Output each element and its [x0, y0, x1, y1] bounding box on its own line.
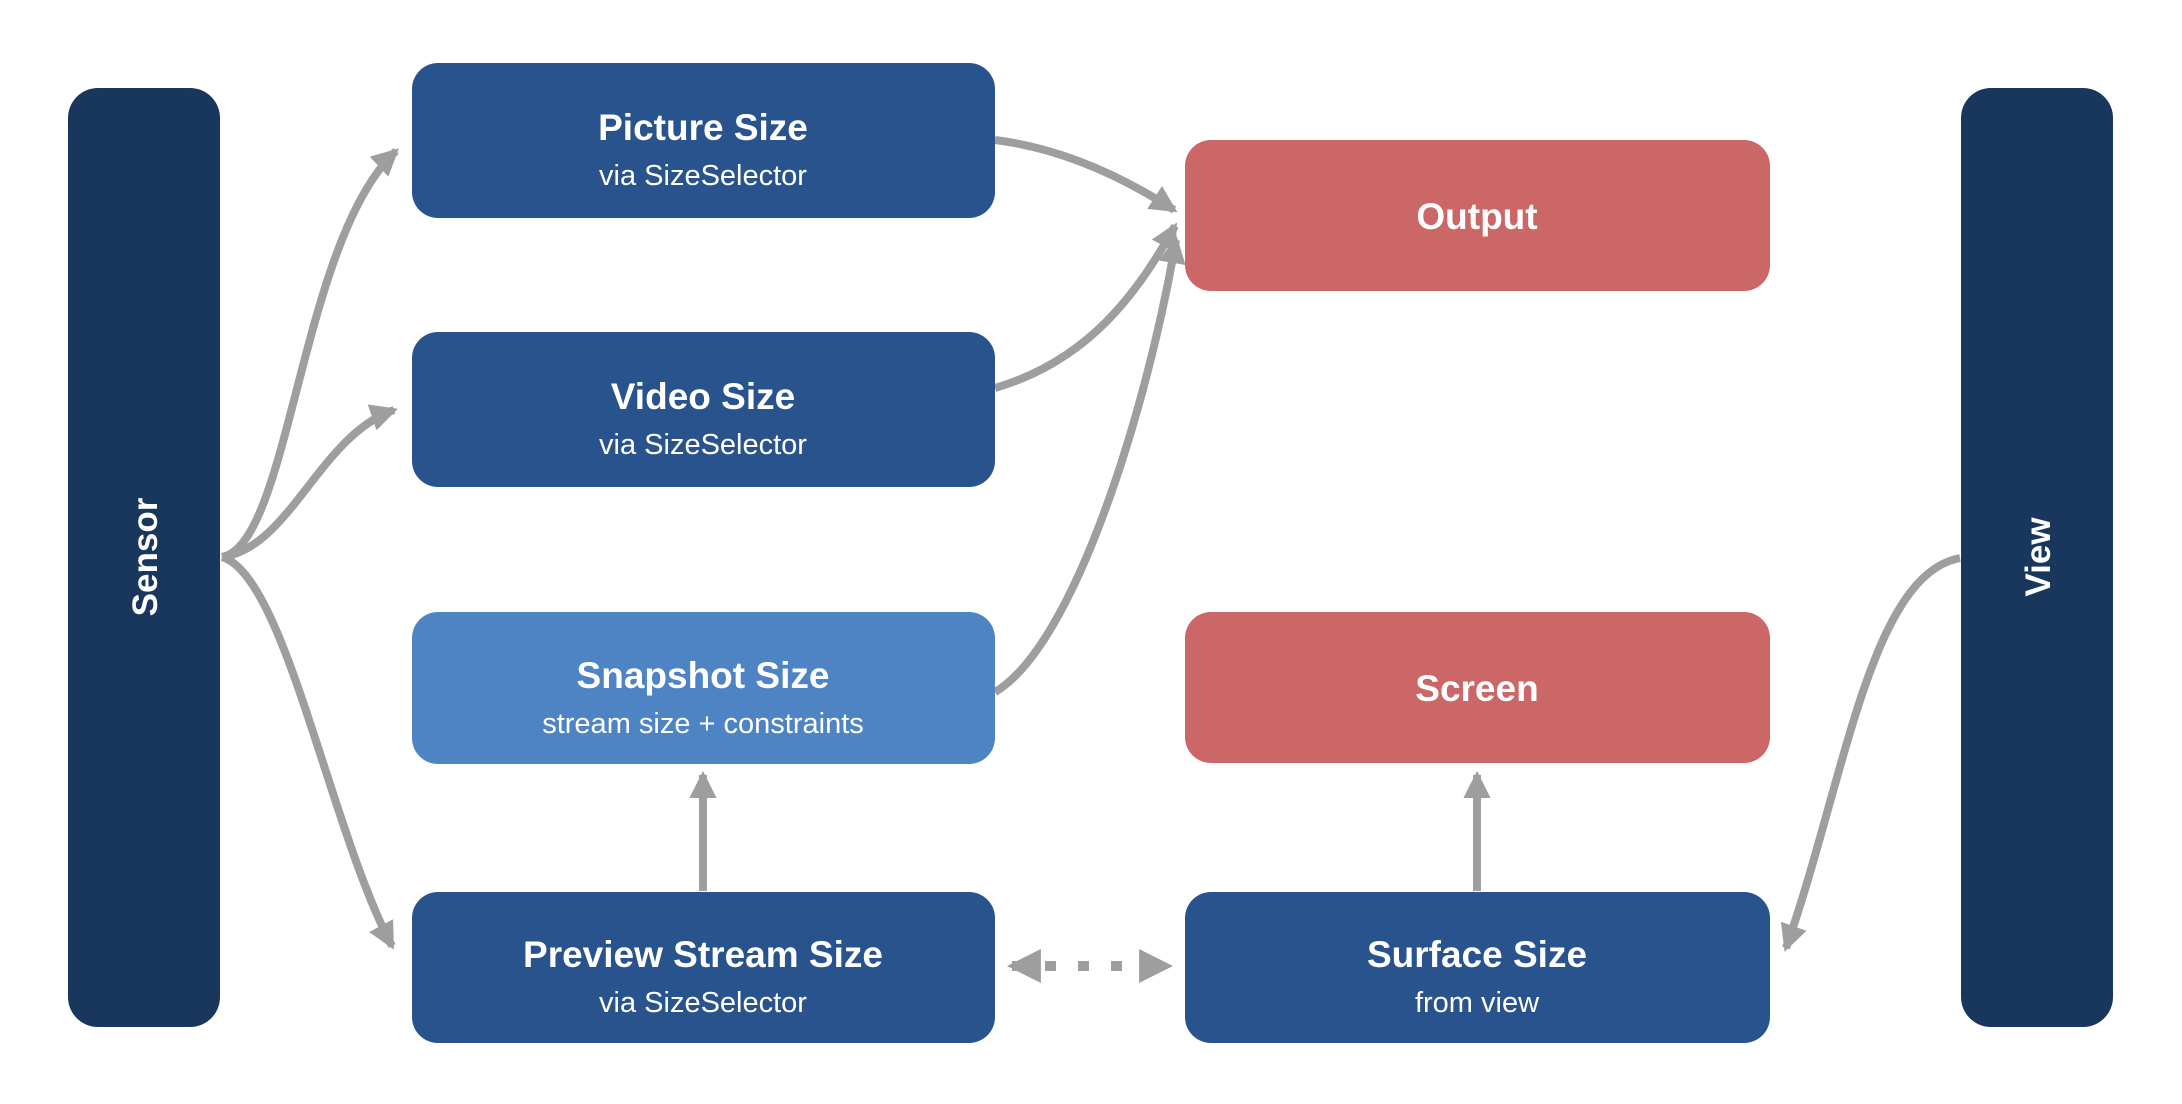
node-screen-title: Screen: [1415, 668, 1538, 709]
arrow-sensor-to-preview-stream-size: [220, 553, 396, 950]
node-surface-size-subtitle: from view: [1415, 987, 1540, 1019]
node-snapshot-size-subtitle: stream size + constraints: [542, 708, 864, 740]
node-video-size: Video Size via SizeSelector: [412, 332, 995, 487]
node-output-box: [1185, 140, 1770, 291]
node-video-size-box: [412, 332, 995, 487]
arrow-snapshot-size-to-output: [992, 235, 1186, 696]
node-preview-stream-size-title: Preview Stream Size: [523, 934, 883, 975]
node-video-size-title: Video Size: [611, 376, 795, 417]
node-picture-size: Picture Size via SizeSelector: [412, 63, 995, 218]
node-output-title: Output: [1416, 196, 1537, 237]
node-preview-stream-size: Preview Stream Size via SizeSelector: [412, 892, 995, 1043]
node-snapshot-size-box: [412, 612, 995, 764]
node-output: Output: [1185, 140, 1770, 291]
lane-sensor-label: Sensor: [126, 497, 165, 616]
lane-view-bar: [1961, 88, 2113, 1027]
node-preview-stream-size-subtitle: via SizeSelector: [599, 987, 807, 1019]
arrow-picture-size-to-output: [994, 136, 1178, 214]
node-snapshot-size: Snapshot Size stream size + constraints: [412, 612, 995, 764]
lane-view-label: View: [2019, 517, 2058, 597]
node-screen: Screen: [1185, 612, 1770, 763]
lane-sensor-bar: [68, 88, 220, 1027]
edges: [220, 136, 1961, 984]
arrow-sensor-to-picture-size: [220, 148, 399, 561]
arrow-sensor-to-video-size: [221, 404, 398, 561]
node-surface-size-title: Surface Size: [1367, 934, 1587, 975]
arrow-view-to-surface-size: [1780, 554, 1961, 952]
lane-sensor: Sensor: [68, 88, 220, 1027]
node-snapshot-size-title: Snapshot Size: [577, 655, 830, 696]
node-picture-size-title: Picture Size: [598, 107, 808, 148]
node-screen-box: [1185, 612, 1770, 763]
node-picture-size-box: [412, 63, 995, 218]
node-surface-size-box: [1185, 892, 1770, 1043]
node-surface-size: Surface Size from view: [1185, 892, 1770, 1043]
lane-view: View: [1961, 88, 2113, 1027]
node-preview-stream-size-box: [412, 892, 995, 1043]
node-picture-size-subtitle: via SizeSelector: [599, 160, 807, 192]
node-video-size-subtitle: via SizeSelector: [599, 429, 807, 461]
